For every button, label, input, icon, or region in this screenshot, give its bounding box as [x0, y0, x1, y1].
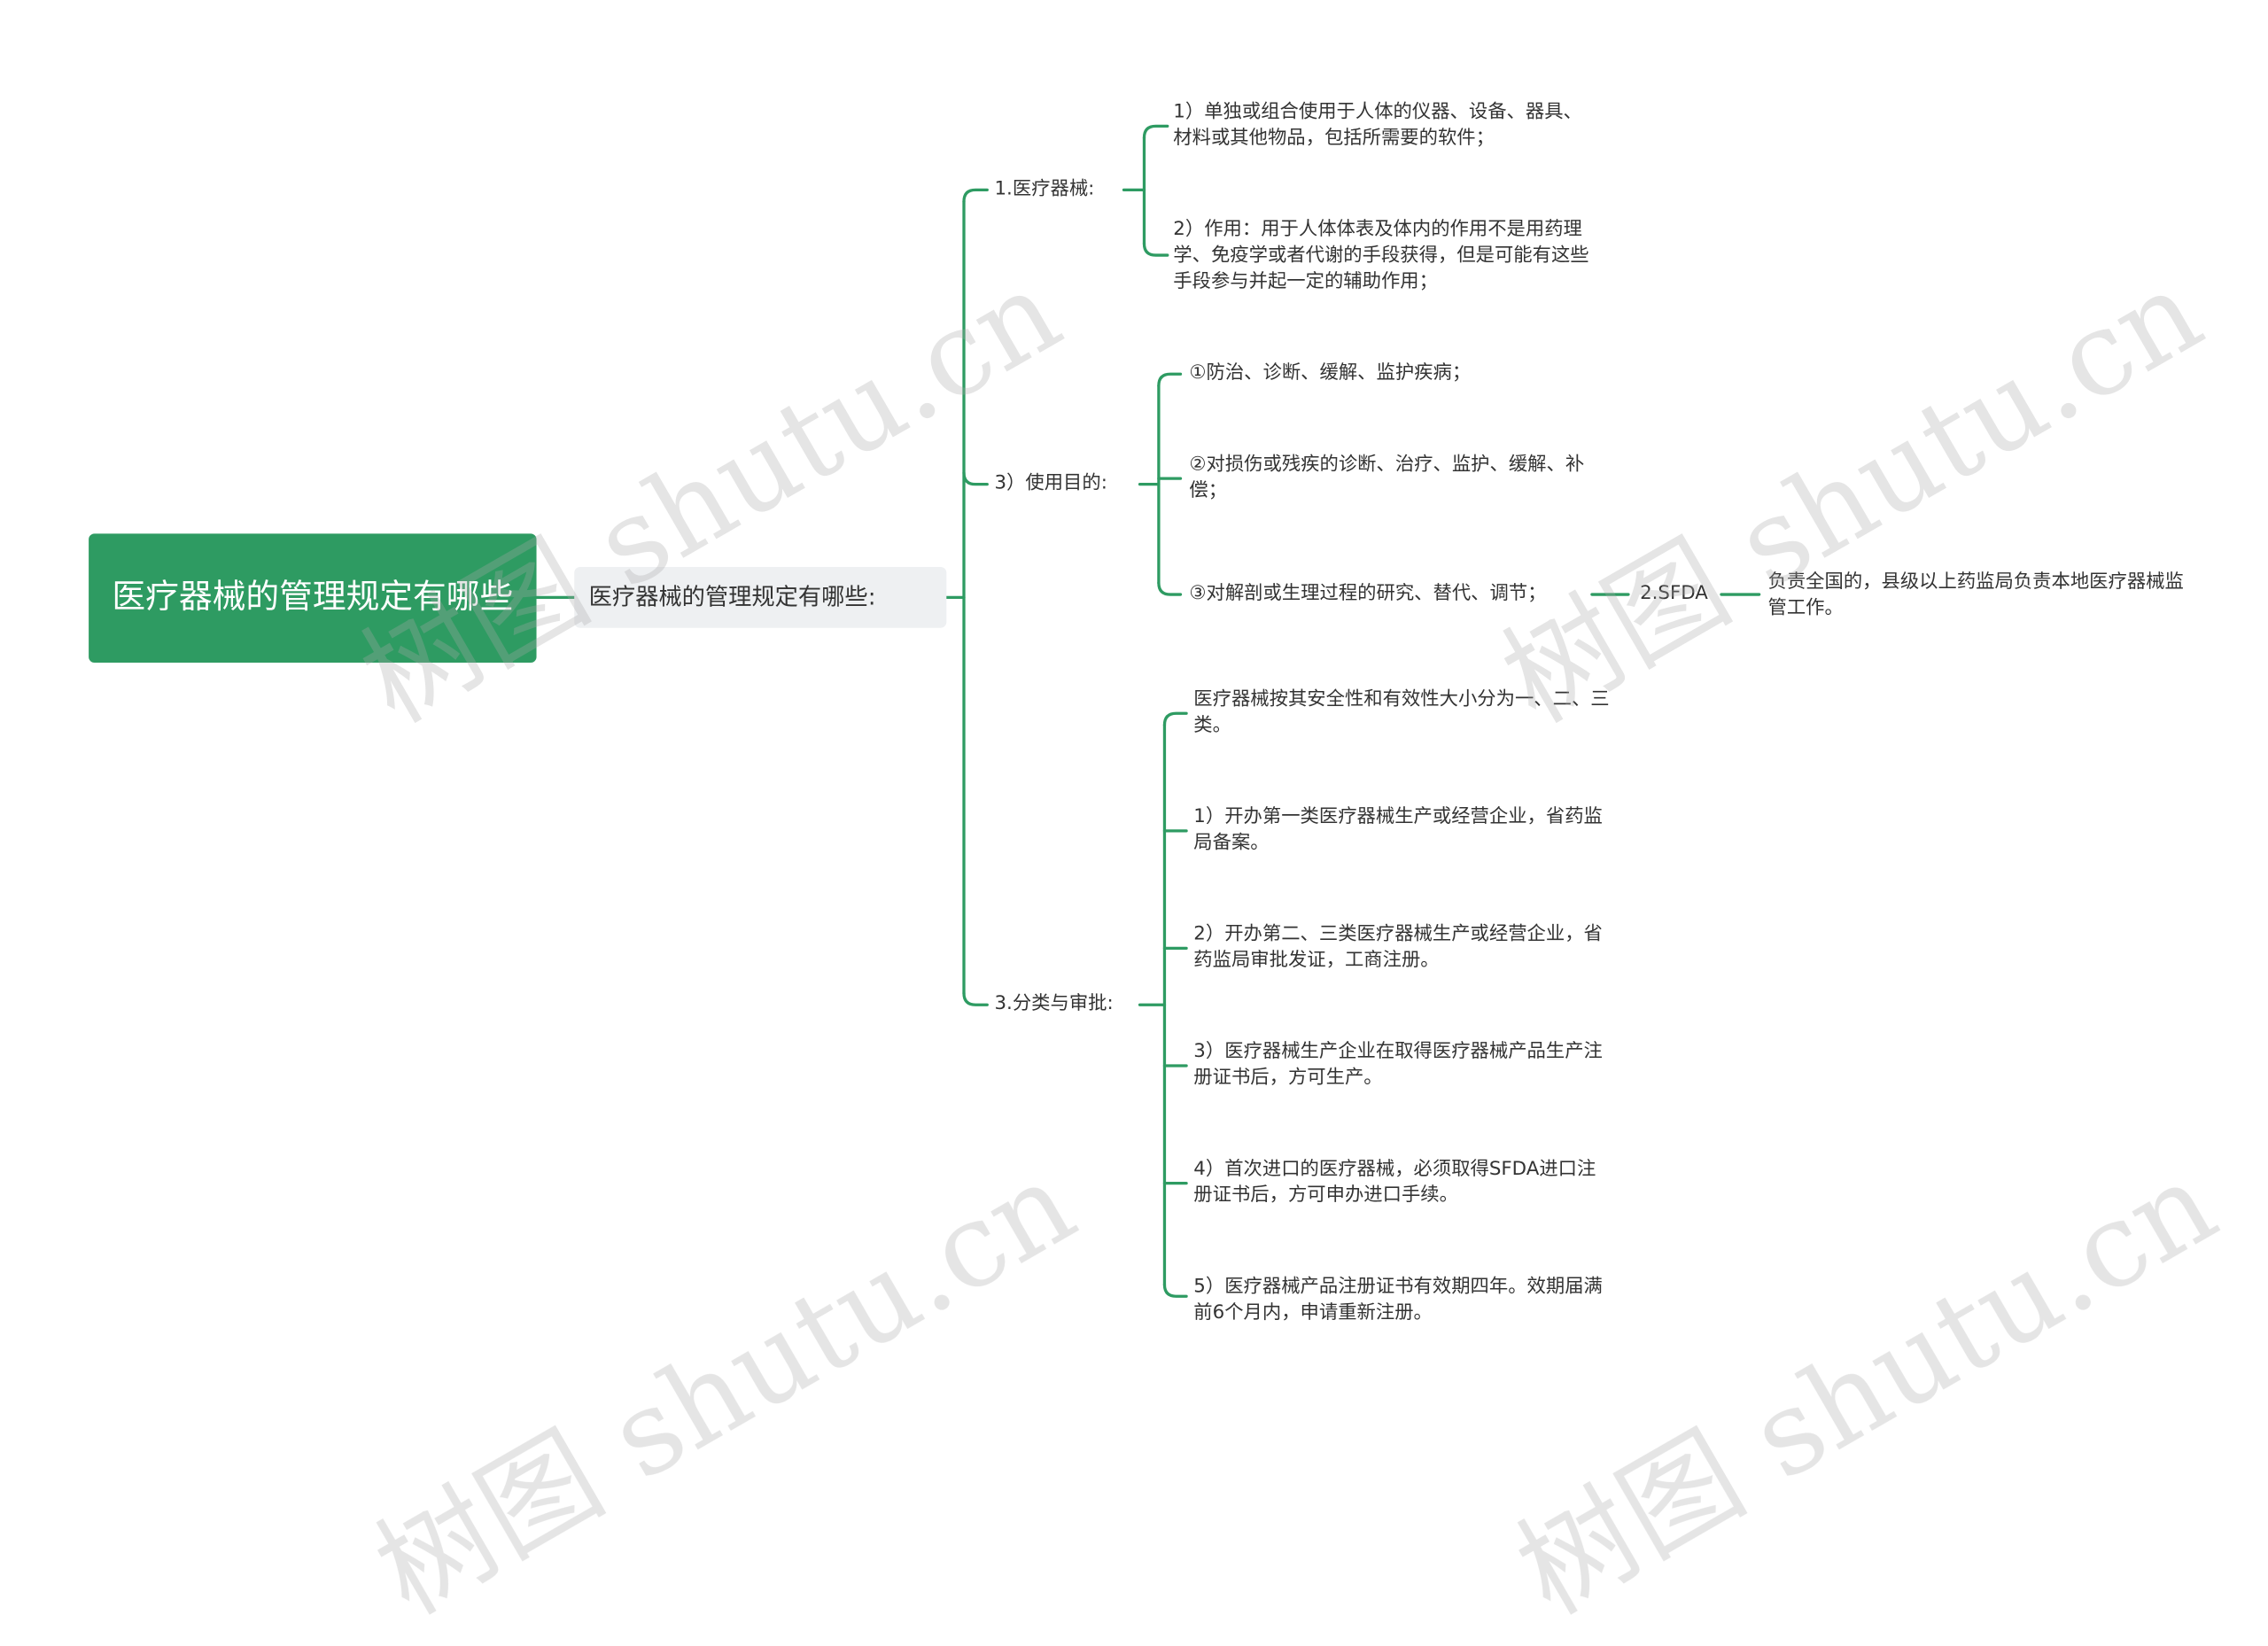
approval-item-2[interactable]: 2）开办第二、三类医疗器械生产或经营企业，省药监局审批发证，工商注册。: [1193, 923, 1603, 972]
connector-lines: [534, 124, 1761, 1298]
branch-purpose[interactable]: 3）使用目的:: [994, 472, 1107, 495]
root-topic[interactable]: 医疗器械的管理规定有哪些: [89, 533, 537, 663]
branch-classification[interactable]: 3.分类与审批:: [994, 993, 1114, 1015]
mind-map-canvas: 医疗器械的管理规定有哪些 医疗器械的管理规定有哪些: 1.医疗器械: 1）单独或…: [89, 101, 2237, 1640]
approval-item-5[interactable]: 5）医疗器械产品注册证书有效期四年。效期届满前6个月内，申请重新注册。: [1193, 1276, 1603, 1324]
approval-item-1[interactable]: 1）开办第一类医疗器械生产或经营企业，省药监局备案。: [1193, 806, 1603, 855]
purpose-item-1[interactable]: ①防治、诊断、缓解、监护疾病；: [1189, 362, 1472, 384]
classification-intro[interactable]: 医疗器械按其安全性和有效性大小分为一、二、三类。: [1193, 688, 1610, 737]
hub-topic-label: 医疗器械的管理规定有哪些:: [588, 582, 876, 611]
purpose-item-2[interactable]: ②对损伤或残疾的诊断、治疗、监护、缓解、补偿；: [1189, 454, 1585, 502]
root-topic-label: 医疗器械的管理规定有哪些: [112, 578, 514, 617]
approval-item-4[interactable]: 4）首次进口的医疗器械，必须取得SFDA进口注册证书后，方可申办进口手续。: [1193, 1158, 1596, 1207]
device-definition-item[interactable]: 1）单独或组合使用于人体的仪器、设备、器具、材料或其他物品，包括所需要的软件；: [1173, 101, 1582, 150]
sfda-node[interactable]: 2.SFDA: [1640, 582, 1708, 605]
hub-topic[interactable]: 医疗器械的管理规定有哪些:: [574, 566, 947, 628]
device-function-item[interactable]: 2）作用：用于人体体表及体内的作用不是用药理学、免疫学或者代谢的手段获得，但是可…: [1173, 219, 1589, 293]
sfda-detail[interactable]: 负责全国的，县级以上药监局负责本地医疗器械监管工作。: [1767, 571, 2184, 619]
approval-item-3[interactable]: 3）医疗器械生产企业在取得医疗器械产品生产注册证书后，方可生产。: [1193, 1041, 1603, 1090]
purpose-item-3[interactable]: ③对解剖或生理过程的研究、替代、调节；: [1189, 582, 1547, 605]
branch-device[interactable]: 1.医疗器械:: [994, 178, 1095, 200]
